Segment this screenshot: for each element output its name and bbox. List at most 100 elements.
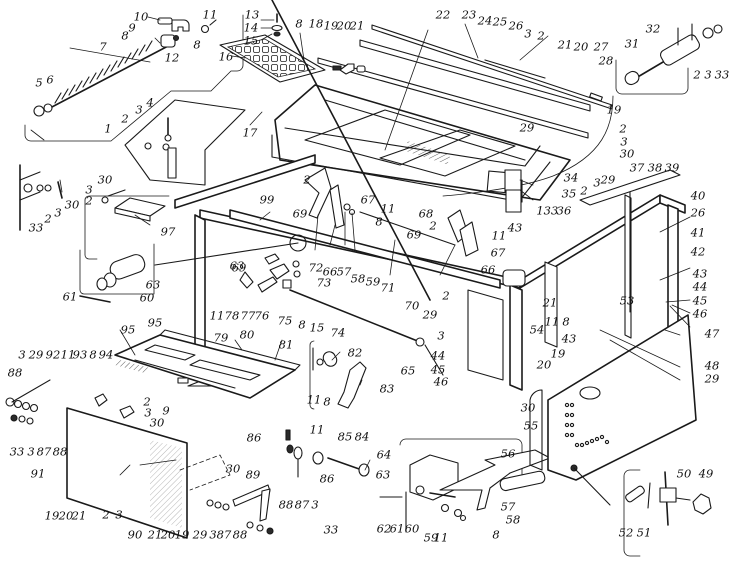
callout-60: 60 [404, 521, 420, 536]
callout-33: 33 [323, 522, 339, 537]
callout-63: 63 [375, 467, 391, 482]
callout-80: 80 [239, 327, 255, 342]
callout-30: 30 [149, 415, 165, 430]
callout-30: 30 [97, 172, 113, 187]
callout-14: 14 [243, 20, 259, 35]
callout-65: 65 [400, 363, 416, 378]
callout-19: 19 [606, 102, 622, 117]
callout-19: 19 [550, 346, 566, 361]
callout-34: 34 [563, 170, 579, 185]
callout-57: 57 [336, 264, 352, 279]
callout-29: 29 [704, 371, 720, 386]
callout-15: 15 [309, 320, 325, 335]
lower-shelf [114, 329, 301, 399]
callout-11: 11 [209, 308, 225, 323]
callout-42: 42 [690, 244, 706, 259]
callout-21: 21 [147, 527, 163, 542]
table-frame [174, 154, 686, 391]
callout-55: 55 [523, 418, 539, 433]
callout-8: 8 [295, 16, 303, 31]
callout-82: 82 [347, 345, 363, 360]
callout-99: 99 [259, 192, 275, 207]
callout-88: 88 [232, 527, 248, 542]
callout-44: 44 [692, 279, 708, 294]
callout-33: 33 [714, 67, 730, 82]
callout-61: 61 [389, 521, 405, 536]
callout-3: 3 [27, 444, 35, 459]
callout-12: 12 [164, 50, 180, 65]
callout-50: 50 [676, 466, 692, 481]
callout-2: 2 [303, 172, 311, 187]
callout-48: 48 [704, 358, 720, 373]
callout-33: 33 [9, 444, 25, 459]
callout-1: 1 [536, 203, 544, 218]
callout-74: 74 [330, 325, 346, 340]
callout-68: 68 [418, 206, 434, 221]
callout-41: 41 [690, 225, 706, 240]
front-door-panel [66, 407, 188, 539]
callout-3: 3 [135, 102, 143, 117]
callout-43: 43 [561, 331, 577, 346]
callout-95: 95 [120, 322, 136, 337]
callout-45: 45 [692, 293, 708, 308]
callout-29: 29 [28, 347, 44, 362]
callout-27: 27 [593, 39, 609, 54]
callout-87: 87 [216, 527, 232, 542]
pedal-lever [309, 340, 367, 410]
callout-20: 20 [573, 39, 589, 54]
callout-2: 2 [121, 111, 129, 126]
callout-85: 85 [337, 429, 353, 444]
callout-21: 21 [71, 508, 87, 523]
callout-61: 61 [62, 289, 78, 304]
callout-75: 75 [277, 313, 293, 328]
callout-67: 67 [360, 192, 376, 207]
callout-9: 9 [162, 403, 170, 418]
callout-59: 59 [423, 530, 439, 545]
callout-8: 8 [298, 317, 306, 332]
lower-linkage [179, 454, 274, 535]
callout-2: 2 [619, 121, 627, 136]
callout-21: 21 [349, 18, 365, 33]
callout-19: 19 [44, 508, 60, 523]
callout-8: 8 [375, 214, 383, 229]
callout-9: 9 [128, 20, 136, 35]
callout-30: 30 [520, 400, 536, 415]
callout-51: 51 [636, 525, 652, 540]
callout-24: 24 [477, 13, 493, 28]
callout-29: 29 [422, 307, 438, 322]
callout-28: 28 [598, 53, 614, 68]
callout-3: 3 [524, 26, 532, 41]
callout-26: 26 [508, 18, 524, 33]
callout-47: 47 [704, 326, 720, 341]
callout-29: 29 [600, 172, 616, 187]
callout-90: 90 [127, 527, 143, 542]
callout-67: 67 [490, 245, 506, 260]
callout-77: 77 [240, 308, 256, 323]
callout-11: 11 [306, 392, 322, 407]
callout-38: 38 [647, 160, 663, 175]
callout-57: 57 [500, 499, 516, 514]
callout-32: 32 [645, 21, 661, 36]
leader-lines [30, 16, 691, 476]
callout-76: 76 [254, 308, 270, 323]
callout-11: 11 [491, 228, 507, 243]
callout-53: 53 [619, 293, 635, 308]
callout-46: 46 [692, 306, 708, 321]
callout-31: 31 [624, 36, 640, 51]
side-access-door [529, 314, 697, 506]
callout-20: 20 [336, 18, 352, 33]
callout-94: 94 [98, 347, 114, 362]
callout-11: 11 [60, 347, 76, 362]
callout-66: 66 [322, 264, 338, 279]
callout-20: 20 [536, 357, 552, 372]
right-cylinder-assembly [442, 23, 723, 197]
callout-25: 25 [492, 14, 508, 29]
callout-89: 89 [245, 467, 261, 482]
callout-71: 71 [380, 280, 396, 295]
callout-59: 59 [365, 274, 381, 289]
callout-66: 66 [480, 262, 496, 277]
callout-56: 56 [500, 446, 516, 461]
callout-40: 40 [690, 188, 706, 203]
callout-29: 29 [192, 527, 208, 542]
